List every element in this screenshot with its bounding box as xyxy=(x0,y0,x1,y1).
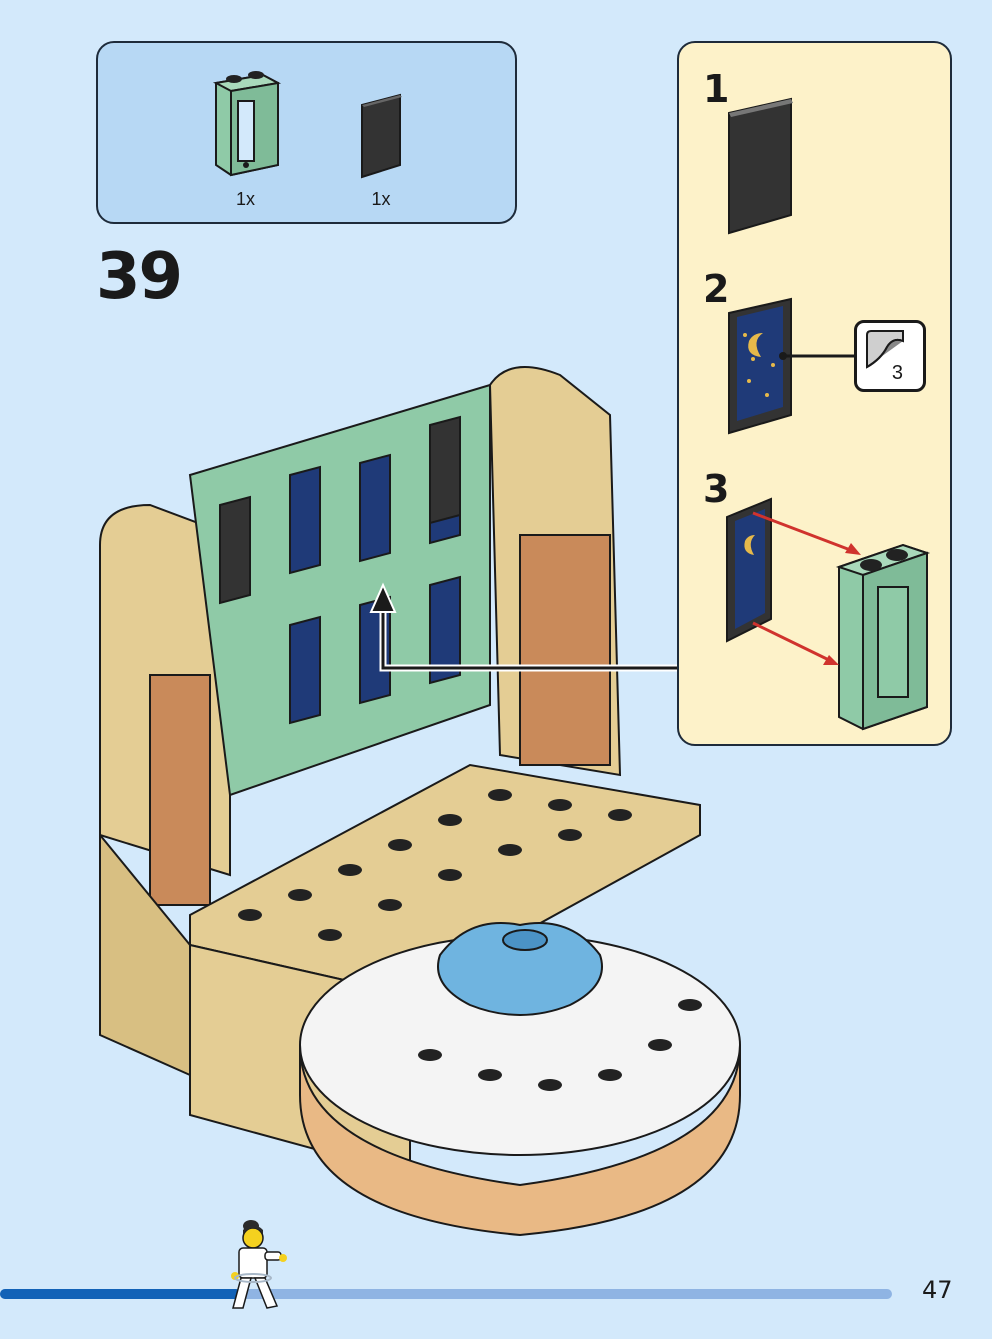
attach-panel-to-frame-diagram xyxy=(726,497,931,731)
page-number: 47 xyxy=(922,1276,953,1304)
substep-number: 2 xyxy=(703,267,730,311)
sticker-peel-icon xyxy=(866,330,904,369)
part-window-frame: 1x xyxy=(208,65,283,210)
substep-number: 3 xyxy=(703,467,730,511)
progress-fill xyxy=(0,1289,241,1299)
step-number: 39 xyxy=(96,240,183,314)
sticker-badge: 3 xyxy=(854,320,926,392)
window-glass-icon xyxy=(361,93,402,179)
part-qty: 1x xyxy=(371,189,391,209)
part-window-glass: 1x xyxy=(356,91,406,210)
sticker-pointer-line xyxy=(779,352,857,360)
substep-number: 1 xyxy=(703,67,730,111)
black-glass-panel-icon xyxy=(728,97,793,235)
starry-night-panel-icon xyxy=(728,297,792,435)
window-frame-icon xyxy=(212,71,282,177)
progress-bar xyxy=(0,1289,892,1299)
part-qty: 1x xyxy=(235,189,255,209)
minifigure-progress-marker-icon xyxy=(231,1220,287,1309)
main-model-illustration xyxy=(99,366,741,1237)
sub-assembly-callout: 1 2 3 3 xyxy=(677,41,952,746)
parts-list-box: 1x 1x xyxy=(96,41,517,224)
sticker-number: 3 xyxy=(891,362,903,384)
progress-track xyxy=(0,1289,892,1299)
